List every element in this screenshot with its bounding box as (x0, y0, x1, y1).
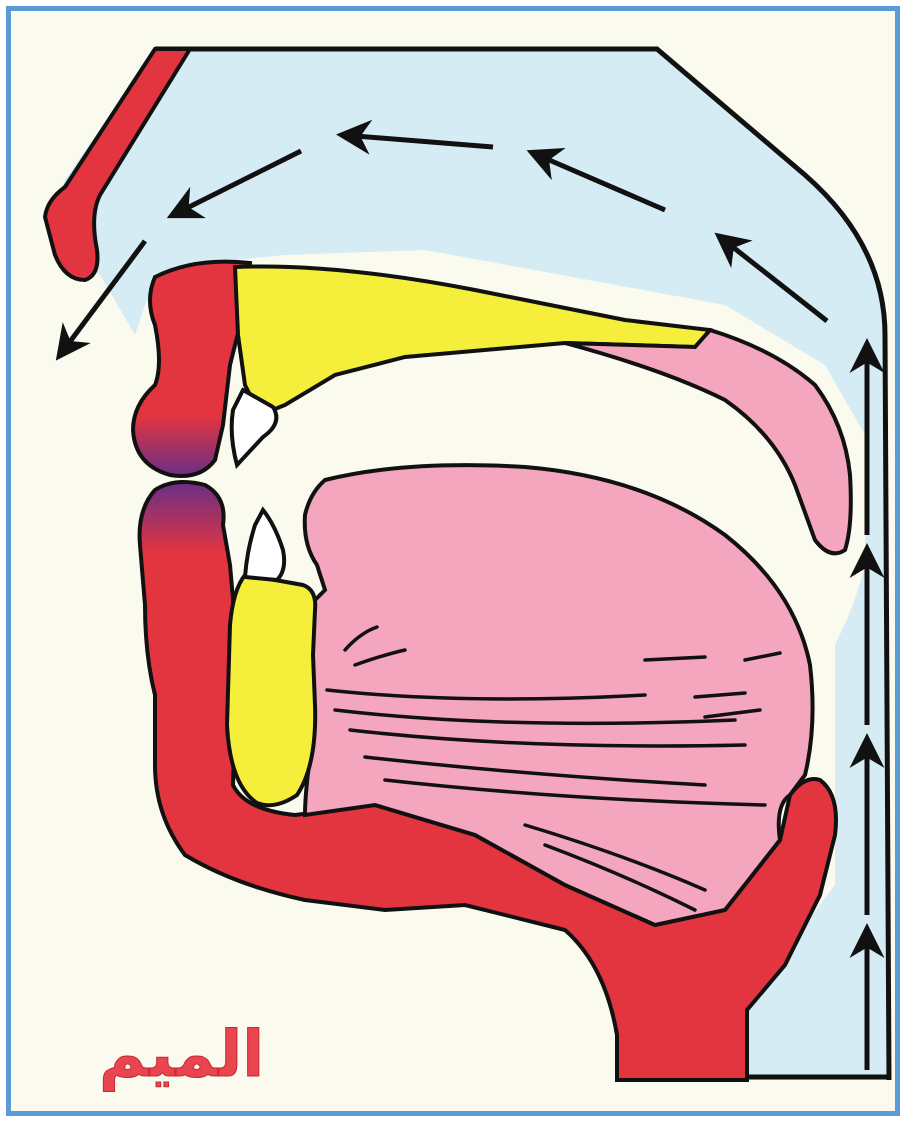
diagram-frame: الميم (6, 6, 900, 1116)
articulation-diagram (11, 11, 895, 1111)
letter-label: الميم (99, 1023, 264, 1087)
lower-jaw-bone (227, 575, 315, 805)
lower-tooth (245, 510, 284, 580)
